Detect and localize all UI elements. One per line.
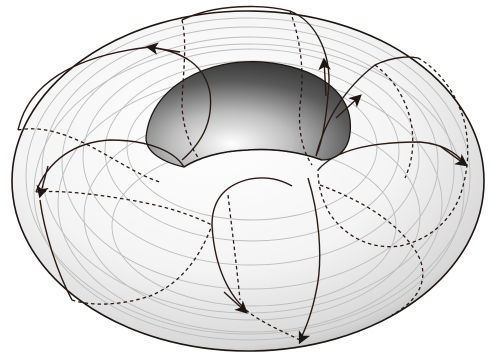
torus-canvas: [0, 0, 492, 360]
torus-diagram: [0, 0, 492, 360]
